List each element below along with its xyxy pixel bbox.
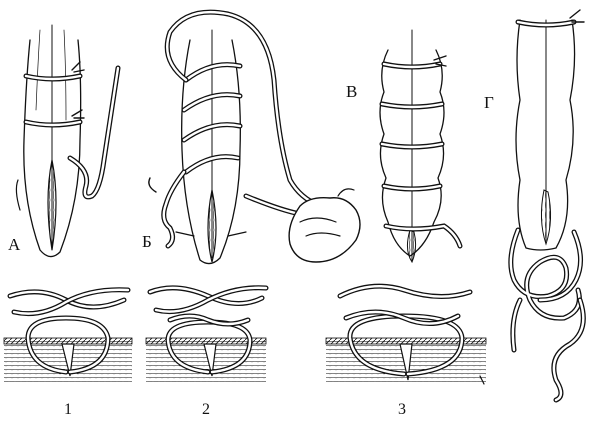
- panel-letter-a: А: [8, 235, 21, 254]
- knot-diagram-1: 1: [3, 287, 133, 418]
- wound-b: [207, 189, 217, 263]
- hand-icon: [288, 196, 361, 263]
- panel-b: Б: [142, 9, 361, 265]
- panel-letter-b: Б: [142, 232, 152, 251]
- knot-number-3: 3: [398, 401, 406, 418]
- panel-letter-g: Г: [484, 93, 494, 112]
- panel-v: В: [346, 29, 463, 264]
- panel-g: Г: [484, 9, 586, 403]
- knot-number-2: 2: [202, 401, 210, 418]
- knot-diagram-3: 3: [325, 283, 487, 418]
- knot-diagram-2: 2: [145, 285, 269, 418]
- cord-g: [515, 19, 576, 251]
- panel-letter-v: В: [346, 82, 357, 101]
- panel-a: А: [8, 24, 121, 258]
- knot-number-1: 1: [64, 401, 72, 418]
- wound-a: [47, 159, 57, 251]
- cord-b: [181, 39, 241, 265]
